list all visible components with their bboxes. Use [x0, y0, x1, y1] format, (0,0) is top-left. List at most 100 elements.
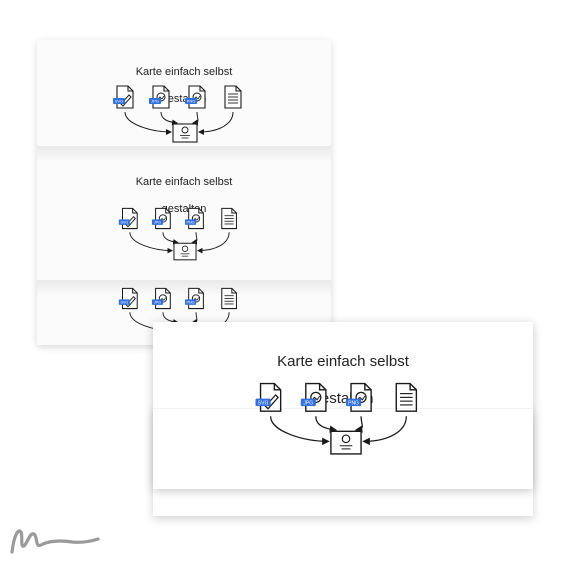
file-outline: [152, 85, 170, 109]
file-outline: [155, 287, 171, 310]
svg-file-icon: SVG: [113, 85, 134, 109]
title-line-1: Karte einfach selbst: [135, 65, 233, 78]
file-badge: [185, 299, 197, 305]
file-corner: [318, 383, 326, 391]
png-file-icon: PNG: [346, 382, 372, 412]
card-preview-icon: [330, 430, 362, 455]
text-document-icon: [224, 85, 242, 109]
file-badge: [113, 98, 125, 104]
arrow-icon: [192, 111, 199, 126]
png-file-icon: PNG: [185, 85, 206, 109]
file-corner: [132, 288, 138, 294]
svg-file-icon: SVG: [255, 382, 282, 412]
file-corner: [235, 86, 241, 92]
arrow-icon: [315, 416, 338, 434]
file-badge-label: PNG: [187, 221, 195, 225]
file-badge: [185, 98, 197, 104]
file-badge-label: SVG: [258, 400, 269, 406]
file-corner: [127, 86, 133, 92]
file-corner: [199, 86, 205, 92]
file-outline: [188, 207, 204, 230]
file-diagram-2: SVG JPG PNG: [118, 207, 237, 261]
file-outline: [188, 287, 204, 310]
file-outline: [155, 207, 171, 230]
arrow-icon: [269, 416, 330, 446]
jpg-file-icon: JPG: [300, 382, 327, 412]
arrow-icon: [196, 232, 230, 254]
file-corner: [165, 208, 171, 214]
card-image-glyph: [181, 245, 189, 252]
file-badge-label: PNG: [348, 400, 359, 406]
arrow-icon: [160, 111, 178, 126]
file-badge-label: JPG: [151, 99, 159, 104]
title-line-1: Karte einfach selbst: [135, 175, 233, 188]
file-corner: [165, 288, 171, 294]
mountain-glyph: [159, 217, 167, 221]
card-preview-icon: [173, 242, 197, 261]
mountain-glyph: [356, 395, 366, 401]
svg-file-icon: SVG: [118, 287, 138, 310]
file-corner: [231, 288, 237, 294]
pen-glyph: [264, 393, 279, 410]
mountain-glyph: [193, 217, 200, 221]
file-badge: [118, 299, 130, 305]
mountain-glyph: [311, 395, 321, 401]
signature-stroke: [10, 529, 100, 554]
file-badge: [185, 219, 197, 225]
file-corner: [132, 208, 138, 214]
jpg-file-icon: JPG: [151, 207, 171, 230]
file-badge: [151, 299, 163, 305]
title-line-1: Karte einfach selbst: [277, 352, 409, 370]
text-document-icon: [395, 382, 418, 412]
file-badge: [151, 219, 163, 225]
fold-line: [37, 280, 331, 296]
card-preview-icon: [172, 123, 198, 143]
arrow-icon: [124, 111, 172, 135]
file-corner: [273, 383, 281, 391]
arrow-icon: [198, 111, 234, 135]
file-badge: [255, 398, 271, 407]
back-folded-card: Karte einfach selbst gestalten SVG JPG PNG…: [37, 40, 331, 345]
pen-glyph: [120, 94, 132, 107]
file-diagram-front: SVG JPG PNG: [255, 382, 418, 455]
arrow-icon: [129, 232, 174, 254]
jpg-file-icon: JPG: [149, 85, 170, 109]
arrow-icon: [162, 312, 179, 325]
file-badge-label: JPG: [303, 400, 313, 406]
pen-glyph: [125, 215, 137, 228]
text-document-icon: [221, 287, 237, 310]
svg-file-icon: SVG: [118, 207, 138, 230]
file-corner: [198, 208, 204, 214]
file-corner: [231, 208, 237, 214]
file-badge-label: SVG: [120, 301, 128, 305]
file-badge-label: JPG: [154, 221, 161, 225]
png-file-icon: PNG: [185, 207, 204, 230]
file-badge: [149, 98, 161, 104]
jpg-file-icon: JPG: [151, 287, 171, 310]
file-badge-label: JPG: [154, 301, 161, 305]
file-badge-label: SVG: [120, 221, 128, 225]
file-badge: [300, 398, 316, 407]
file-corner: [163, 86, 169, 92]
arrow-icon: [354, 416, 363, 434]
arrow-icon: [191, 312, 198, 325]
file-badge-label: PNG: [187, 99, 196, 104]
pen-glyph: [125, 295, 137, 308]
file-badge-label: SVG: [115, 99, 123, 104]
arrow-icon: [362, 416, 407, 446]
image-glyph: [158, 214, 168, 223]
file-corner: [198, 288, 204, 294]
fold-line: [37, 146, 331, 162]
file-badge: [118, 219, 130, 225]
image-glyph: [158, 294, 168, 303]
section-1-title: Karte einfach selbst gestalten: [37, 52, 331, 107]
signature-logo: [10, 529, 100, 554]
file-badge-label: PNG: [187, 301, 195, 305]
file-corner: [364, 383, 372, 391]
card-image-glyph: [181, 126, 189, 134]
file-corner: [409, 383, 417, 391]
file-outline: [188, 85, 206, 109]
arrow-icon: [191, 232, 198, 245]
file-badge: [346, 398, 362, 407]
